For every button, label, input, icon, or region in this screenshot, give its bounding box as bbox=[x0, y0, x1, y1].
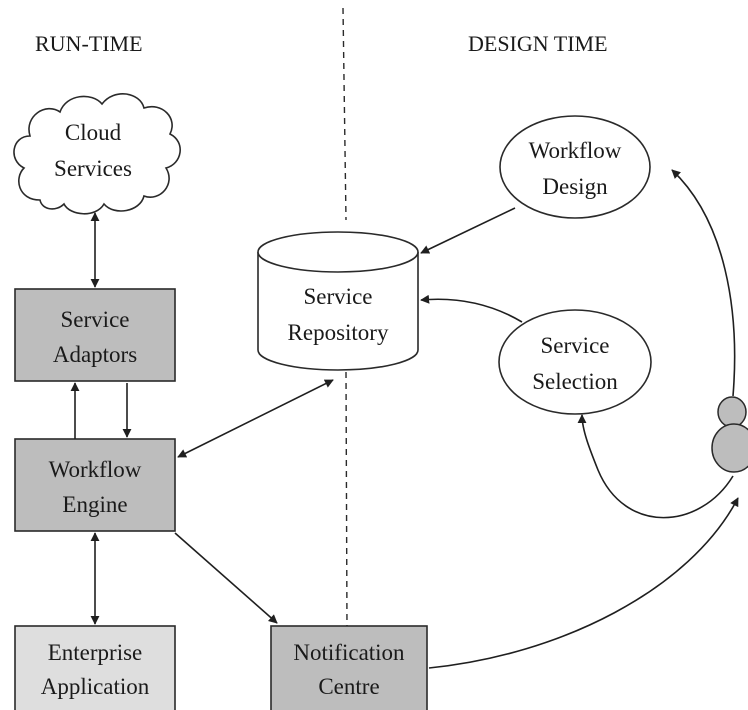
cloud-services-label-2: Services bbox=[54, 156, 132, 181]
service-repository-node: Service Repository bbox=[257, 231, 419, 371]
service-adaptors-label-2: Adaptors bbox=[53, 342, 137, 367]
divider-line-top bbox=[342, 7, 347, 221]
notification-centre-label-2: Centre bbox=[318, 674, 379, 699]
arrow-engine-repository bbox=[177, 379, 334, 458]
user-icon bbox=[711, 396, 748, 473]
service-selection-label-1: Service bbox=[541, 333, 610, 358]
service-adaptors-box bbox=[14, 288, 176, 382]
repository-cylinder-top bbox=[257, 231, 419, 273]
design-time-header: DESIGN TIME bbox=[468, 31, 608, 56]
enterprise-application-box bbox=[14, 625, 176, 710]
workflow-design-label-1: Workflow bbox=[529, 138, 622, 163]
arrow-engine-notification bbox=[174, 532, 278, 624]
service-selection-ellipse bbox=[498, 309, 652, 415]
workflow-engine-label-2: Engine bbox=[62, 492, 127, 517]
service-selection-label-2: Selection bbox=[532, 369, 618, 394]
service-repository-label-2: Repository bbox=[288, 320, 389, 345]
workflow-engine-box bbox=[14, 438, 176, 532]
service-adaptors-node: Service Adaptors bbox=[14, 288, 176, 382]
cloud-shape bbox=[13, 93, 181, 215]
arrow-selection-repository bbox=[420, 294, 523, 323]
cloud-services-node: Cloud Services bbox=[13, 93, 181, 215]
service-adaptors-label-1: Service bbox=[61, 307, 130, 332]
enterprise-application-label-2: Application bbox=[41, 674, 150, 699]
notification-centre-box bbox=[270, 625, 428, 710]
run-time-header: RUN-TIME bbox=[35, 31, 143, 56]
repository-cylinder-body bbox=[257, 252, 419, 371]
notification-centre-node: Notification Centre bbox=[270, 625, 428, 710]
arrow-user-selection bbox=[577, 414, 734, 519]
service-repository-label-1: Service bbox=[304, 284, 373, 309]
arrow-design-repository bbox=[420, 207, 516, 254]
workflow-design-ellipse bbox=[499, 115, 651, 219]
divider-line-bottom bbox=[345, 371, 348, 631]
workflow-engine-node: Workflow Engine bbox=[14, 438, 176, 532]
cloud-services-label-1: Cloud bbox=[65, 120, 122, 145]
enterprise-application-node: Enterprise Application bbox=[14, 625, 176, 710]
arrow-user-design bbox=[671, 169, 736, 397]
arrow-notification-user bbox=[428, 497, 739, 669]
service-selection-node: Service Selection bbox=[498, 309, 652, 415]
notification-centre-label-1: Notification bbox=[293, 640, 405, 665]
workflow-engine-label-1: Workflow bbox=[49, 457, 142, 482]
workflow-design-label-2: Design bbox=[542, 174, 608, 199]
enterprise-application-label-1: Enterprise bbox=[48, 640, 143, 665]
workflow-design-node: Workflow Design bbox=[499, 115, 651, 219]
